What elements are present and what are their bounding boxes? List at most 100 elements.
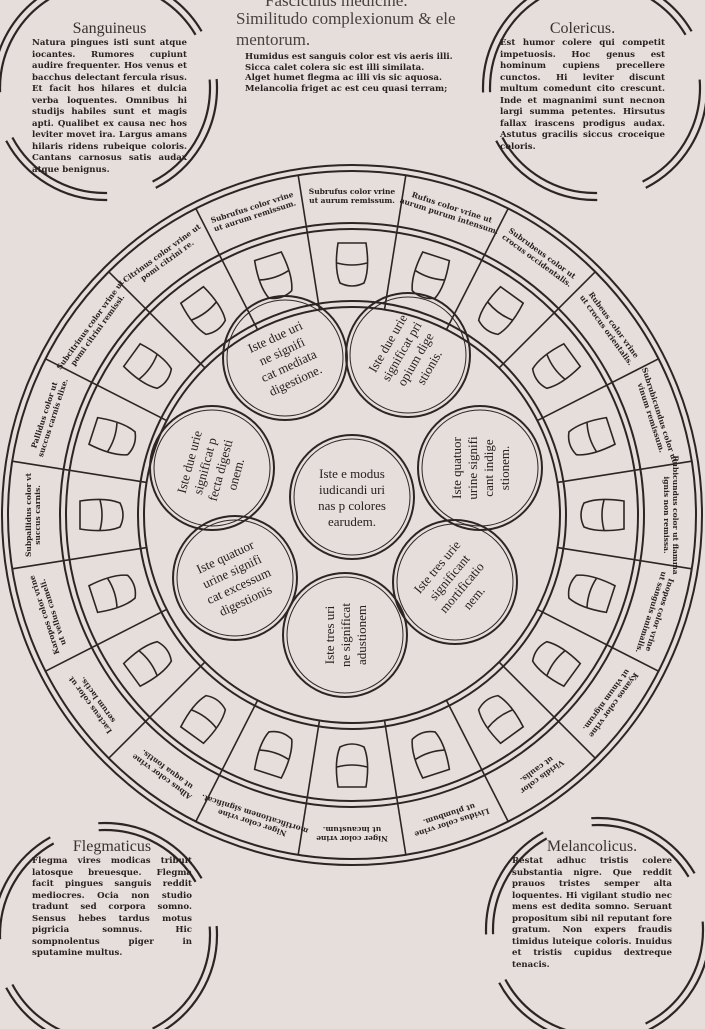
flask-fill-line <box>107 422 118 452</box>
circle-outline <box>282 572 408 698</box>
urine-flask-icon <box>531 342 582 390</box>
urine-flask-icon <box>411 730 451 779</box>
segment-divider <box>445 699 509 822</box>
urine-flask-icon <box>335 242 369 287</box>
ring-label-line: ut crocus orientalis. <box>578 293 635 367</box>
circle-outline <box>172 515 298 641</box>
corner-text: Est humor colere qui competit impetuosis… <box>500 38 665 152</box>
segment-divider <box>45 608 168 672</box>
flask-fill-line <box>586 422 597 452</box>
inner-circle: Iste quatuorurine significat excessumdig… <box>172 515 298 641</box>
segment-divider <box>108 271 206 369</box>
wheel-ring <box>59 222 645 808</box>
circle-text: Iste tres uriesignificantmortificationem… <box>411 537 501 627</box>
circle-text-line: earudem. <box>328 514 376 529</box>
circle-outline <box>222 295 348 421</box>
urine-flask-icon <box>179 285 227 336</box>
flask-outline <box>79 498 124 532</box>
corner-circle-arc <box>0 828 212 1029</box>
wheel-ring <box>7 170 697 860</box>
ring-label-line: Kyanos color vrine <box>587 671 640 740</box>
circle-inner-outline <box>153 409 271 527</box>
corner-title: Flegmaticus <box>72 838 152 855</box>
wheel-ring <box>143 306 561 724</box>
flask-outline <box>477 694 525 745</box>
circle-text: Iste due uriesignificat pfecta digestion… <box>174 429 252 508</box>
corner-text: Restat adhuc tristis colere substantia n… <box>512 856 672 970</box>
flask-outline <box>335 242 369 287</box>
corner-text: Flegma vires modicas tribuit latosque br… <box>32 856 192 958</box>
corner-circle-arc <box>0 0 212 195</box>
corner-circle-arc <box>484 816 705 1029</box>
flask-outline <box>580 498 625 532</box>
ring-label-line: Rubeus color vrine <box>587 290 641 360</box>
flask-fill-line <box>546 650 566 676</box>
ring-label: Lacteus color utserum lactis. <box>66 669 121 735</box>
wheel-ring <box>1 164 703 866</box>
corner-title: Colericus. <box>549 20 616 37</box>
corner-circle-arc <box>0 0 219 202</box>
flask-fill-line <box>259 270 289 281</box>
ring-label-line: Citrinus color vrine ut <box>121 222 203 285</box>
urine-flask-icon <box>477 285 525 336</box>
urine-flask-icon <box>79 498 124 532</box>
ring-label-line: ut aurum remissum. <box>309 196 395 205</box>
urine-flask-icon <box>411 251 451 300</box>
flask-fill-line <box>191 709 217 729</box>
corner-flegmaticus: Flegmaticus Flegma vires modicas tribuit… <box>32 838 192 960</box>
segment-divider <box>383 175 407 310</box>
circle-text: Iste quatuorurine significant indigestio… <box>449 436 512 500</box>
flask-outline <box>179 285 227 336</box>
flask-outline <box>567 416 616 456</box>
ring-label: Subrubeus color utcrocus occidentalis. <box>500 225 578 289</box>
segment-divider <box>557 546 692 570</box>
corner-title: Melancolicus. <box>546 838 638 855</box>
header-verses: Humidus est sanguis color est vis aeris … <box>245 52 453 94</box>
ring-label: Subcitrinus color vrine utpomi citrini r… <box>55 278 134 377</box>
flask-outline <box>88 416 137 456</box>
circle-text: Iste due uriesignificat priopium digesti… <box>365 311 453 400</box>
ring-label-line: Subrubeus color ut <box>507 226 578 281</box>
ring-label: Niger color vrineut incaustum. <box>316 825 388 843</box>
flask-outline <box>253 730 293 779</box>
circle-inner-outline <box>226 299 344 417</box>
urine-flask-icon <box>567 574 616 614</box>
circle-inner-outline <box>293 438 411 556</box>
circle-inner-outline <box>286 576 404 694</box>
flask-fill-line <box>415 270 445 281</box>
segment-divider <box>108 661 206 759</box>
flask-fill-line <box>191 301 217 321</box>
segment-divider <box>297 720 321 855</box>
flask-outline <box>531 342 582 390</box>
segment-divider <box>12 460 147 484</box>
circle-text-line: ne significat <box>338 603 353 667</box>
ring-label-line: Subrufus color vrine <box>309 187 396 196</box>
flask-fill-line <box>546 354 566 380</box>
ring-label: Pallidus color utsuccus carnis elixe. <box>27 375 69 458</box>
flask-outline <box>411 730 451 779</box>
inner-circle: Iste tres uriesignificantmortificationem… <box>392 519 518 645</box>
circle-text-line: iudicandi uri <box>319 482 385 497</box>
circle-outline <box>345 292 471 418</box>
ring-label: Subrubicundus color utvinum remissum. <box>631 366 679 467</box>
segment-divider <box>383 720 407 855</box>
urine-flask-icon <box>253 730 293 779</box>
header-cut-title: Fasciculus medicine. <box>265 0 408 10</box>
circle-inner-outline <box>349 296 467 414</box>
segment-divider <box>45 358 168 422</box>
segment-divider <box>536 358 659 422</box>
circle-text-line: adustionem <box>354 605 369 665</box>
circle-inner-outline <box>176 519 294 637</box>
segment-divider <box>498 271 596 369</box>
urine-flask-icon <box>580 498 625 532</box>
flask-outline <box>179 694 227 745</box>
corner-sanguineus: Sanguineus Natura pingues isti sunt atqu… <box>32 20 187 176</box>
flask-fill-line <box>336 262 368 266</box>
ring-label-line: pomi citrini remissi. <box>69 293 127 368</box>
urine-flask-icon <box>88 416 137 456</box>
inner-circle: Iste tres urine significatadustionem <box>282 572 408 698</box>
ring-label: Rubicundus color ut flammaignis non remi… <box>662 455 680 574</box>
flask-outline <box>88 574 137 614</box>
